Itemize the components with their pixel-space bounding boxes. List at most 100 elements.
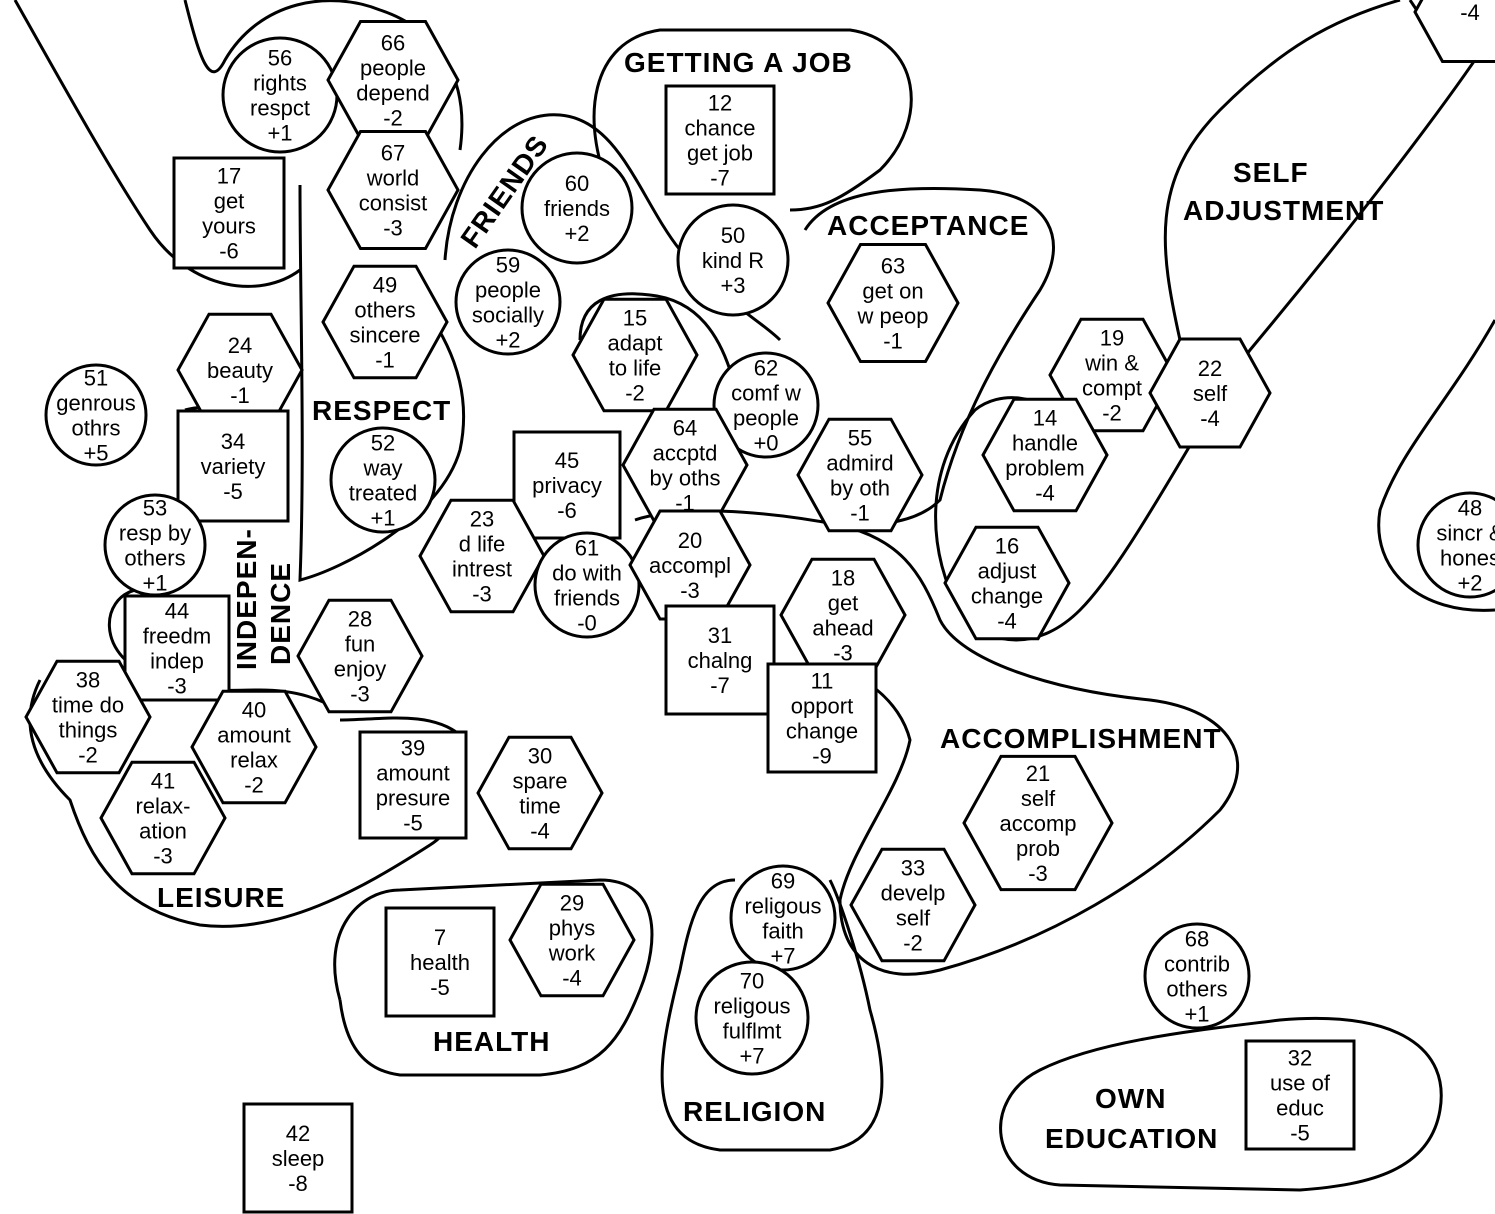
boundary-own-education (999, 1017, 1443, 1192)
node-text-lines: religous (744, 894, 821, 919)
node-text-id: 39 (401, 736, 425, 761)
node-text-lines: win & (1084, 351, 1139, 376)
node-shape-hex (628, 509, 752, 621)
node-text-id: 51 (84, 366, 108, 391)
node-text-id: 61 (575, 536, 599, 561)
group-label-own-education-2: EDUCATION (1045, 1123, 1218, 1154)
node-text-lines: world (366, 166, 420, 191)
node-text-id: 63 (881, 254, 905, 279)
node-text-value: +2 (1457, 571, 1482, 596)
boundary-getting-job (592, 28, 913, 212)
group-label-religion: RELIGION (683, 1096, 826, 1127)
node-text-lines: yours (202, 214, 256, 239)
node-text-id: 55 (848, 426, 872, 451)
node-text-lines: develp (881, 881, 946, 906)
node-text-id: 68 (1185, 927, 1209, 952)
node-text-value: -3 (383, 216, 403, 241)
node-text-value: -3 (1028, 861, 1048, 886)
concept-nodes: 56rightsrespct+166peopledepend-217getyou… (24, 0, 1495, 1214)
node-text-id: 59 (496, 253, 520, 278)
node-shape-hex (1148, 337, 1272, 449)
node-text-id: 24 (228, 333, 252, 358)
node-shape-square (512, 430, 622, 540)
node-text-value: -3 (153, 844, 173, 869)
node-text-value: -4 (1460, 0, 1480, 25)
node-text-lines: by oths (650, 466, 721, 491)
node-text-lines: change (786, 719, 858, 744)
node-text-lines: fulflmt (723, 1019, 782, 1044)
node-text-lines: use of (1270, 1071, 1331, 1096)
node-text-lines: resp by (119, 521, 191, 546)
node-text-lines: faith (762, 919, 804, 944)
node-text-value: -2 (383, 106, 403, 131)
node-text-lines: way (362, 456, 402, 481)
node-text-value: -7 (710, 673, 730, 698)
node-shape-circle (694, 960, 810, 1076)
node-shape-hex (962, 754, 1114, 892)
node-text-value: -1 (883, 329, 903, 354)
boundary-right (1377, 319, 1495, 612)
node-text-value: -4 (1200, 406, 1220, 431)
group-label-independence-2: DENCE (265, 562, 296, 665)
node-shape-circle (454, 248, 562, 356)
boundary-acceptance (803, 186, 1055, 526)
node-shape-square (1244, 1039, 1356, 1151)
node-text-value: -5 (223, 479, 243, 504)
boundary-top-left (13, 0, 301, 288)
node-text-lines: kind R (702, 248, 764, 273)
node-text-id: 16 (995, 534, 1019, 559)
node-text-value: -5 (430, 975, 450, 1000)
group-label-acceptance: ACCEPTANCE (827, 210, 1029, 241)
node-text-lines: spare (512, 769, 567, 794)
node-text-lines: sincr & (1436, 521, 1495, 546)
node-text-id: 44 (165, 599, 189, 624)
group-label-self-adjustment-2: ADJUSTMENT (1183, 195, 1384, 226)
node-text-lines: things (59, 718, 118, 743)
node-shape-hex (476, 735, 604, 851)
group-label-health: HEALTH (433, 1026, 550, 1057)
node-text-lines: prob (1016, 836, 1060, 861)
node-text-value: -1 (850, 501, 870, 526)
node-text-lines: self (1193, 381, 1228, 406)
node-text-lines: depend (356, 81, 429, 106)
node-text-lines: get job (687, 141, 753, 166)
node-shape-hex (321, 264, 449, 380)
node-text-lines: ation (139, 819, 187, 844)
node-text-id: 23 (470, 507, 494, 532)
node-text-value: -2 (244, 773, 264, 798)
node-text-value: -2 (903, 931, 923, 956)
node-text-lines: fun (345, 632, 376, 657)
group-label-own-education-1: OWN (1095, 1083, 1166, 1114)
node-text-value: +1 (1184, 1002, 1209, 1027)
node-text-lines: others (124, 546, 185, 571)
node-text-value: +2 (564, 221, 589, 246)
node-text-value: -3 (833, 641, 853, 666)
node-shape-square (384, 906, 496, 1018)
node-shape-hex (796, 417, 924, 533)
node-text-lines: problem (1005, 456, 1084, 481)
node-text-lines: treated (349, 481, 418, 506)
node-text-lines: d life (459, 532, 505, 557)
node-shape-hex (326, 130, 460, 250)
node-shape-hex (508, 882, 636, 998)
boundary-self-adjustment (934, 0, 1495, 642)
boundary-religion (660, 878, 884, 1152)
node-shape-circle (1143, 922, 1251, 1030)
node-text-lines: to life (609, 356, 662, 381)
node-text-value: -9 (812, 744, 832, 769)
node-shape-circle (1416, 491, 1495, 599)
